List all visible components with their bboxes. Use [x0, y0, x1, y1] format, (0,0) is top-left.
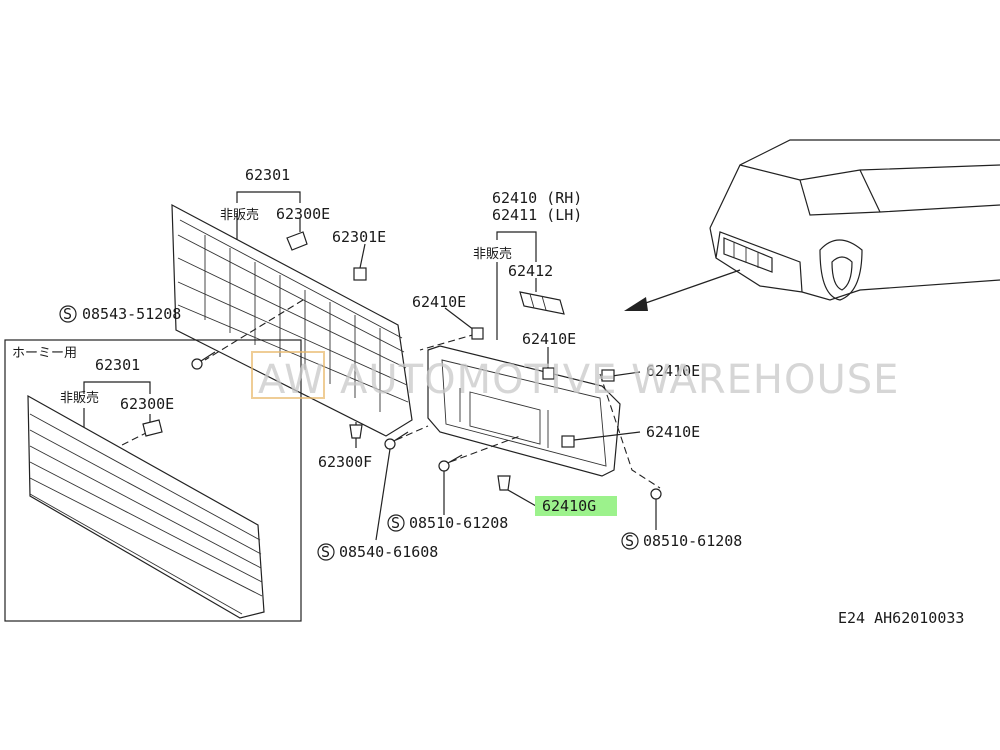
- inset-title: ホーミー用: [12, 346, 77, 361]
- screw-08510-left: [438, 454, 463, 515]
- screw-08543-text: 08543-51208: [82, 305, 181, 323]
- inset-label-not-sold: 非販売: [60, 390, 99, 406]
- label-62410-rh: 62410 (RH): [492, 189, 582, 207]
- vehicle-location-sketch: [709, 139, 1000, 301]
- clip-62301e: [353, 267, 367, 281]
- standard-symbol: S: [391, 514, 400, 532]
- label-62300f: 62300F: [318, 453, 372, 471]
- label-62410e-3: 62410E: [646, 362, 700, 380]
- screw-08510-text-right: 08510-61208: [643, 532, 742, 550]
- clip-62300e: [286, 231, 308, 251]
- clip-62410e-2: [542, 367, 555, 380]
- bracket-62412: [519, 291, 565, 315]
- screw-08510-text-left: 08510-61208: [409, 514, 508, 532]
- clip-62410g: [497, 475, 511, 491]
- inset-label-62300e: 62300E: [120, 395, 174, 413]
- watermark-logo: AW: [258, 357, 325, 403]
- label-62410g: 62410G: [542, 497, 596, 515]
- label-08543-51208: S 08543-51208: [59, 305, 181, 323]
- label-62412: 62412: [508, 262, 553, 280]
- label-62301e: 62301E: [332, 228, 386, 246]
- screw-08510-right: [650, 488, 662, 530]
- inset-label-62301: 62301: [95, 356, 140, 374]
- label-08540-61608: S 08540-61608: [317, 543, 438, 561]
- location-arrow: [624, 269, 741, 311]
- diagram-reference-code: E24 AH62010033: [838, 609, 964, 627]
- standard-symbol: S: [321, 543, 330, 561]
- standard-symbol: S: [625, 532, 634, 550]
- label-62410e-2: 62410E: [522, 330, 576, 348]
- clip-62410e-4: [561, 435, 575, 448]
- watermark-text: AUTOMOTIVE WAREHOUSE: [340, 357, 899, 403]
- label-62300e: 62300E: [276, 205, 330, 223]
- screw-08540: [375, 431, 409, 541]
- label-62410e-4: 62410E: [646, 423, 700, 441]
- inset-grille-62301: [27, 394, 265, 619]
- label-not-sold-2: 非販売: [473, 246, 512, 262]
- housing-callout-lines: [395, 231, 661, 507]
- clip-62410e-3: [601, 369, 615, 382]
- label-62411-lh: 62411 (LH): [492, 206, 582, 224]
- screw-08543: [191, 351, 216, 370]
- inset-homy: ホーミー用 62301 非販売 62300E: [4, 339, 302, 622]
- watermark: AW AUTOMOTIVE WAREHOUSE: [251, 351, 899, 403]
- clip-62410e-1: [471, 327, 484, 340]
- label-not-sold: 非販売: [220, 207, 259, 223]
- label-62410e-1: 62410E: [412, 293, 466, 311]
- label-08510-61208-left: S 08510-61208: [387, 514, 508, 532]
- clip-62300f: [349, 424, 363, 439]
- front-grille-62301: [171, 203, 413, 437]
- label-08510-61208-right: S 08510-61208: [621, 532, 742, 550]
- label-62301: 62301: [245, 166, 290, 184]
- standard-symbol: S: [63, 305, 72, 323]
- highlight-62410g: [535, 496, 617, 516]
- screw-08540-text: 08540-61608: [339, 543, 438, 561]
